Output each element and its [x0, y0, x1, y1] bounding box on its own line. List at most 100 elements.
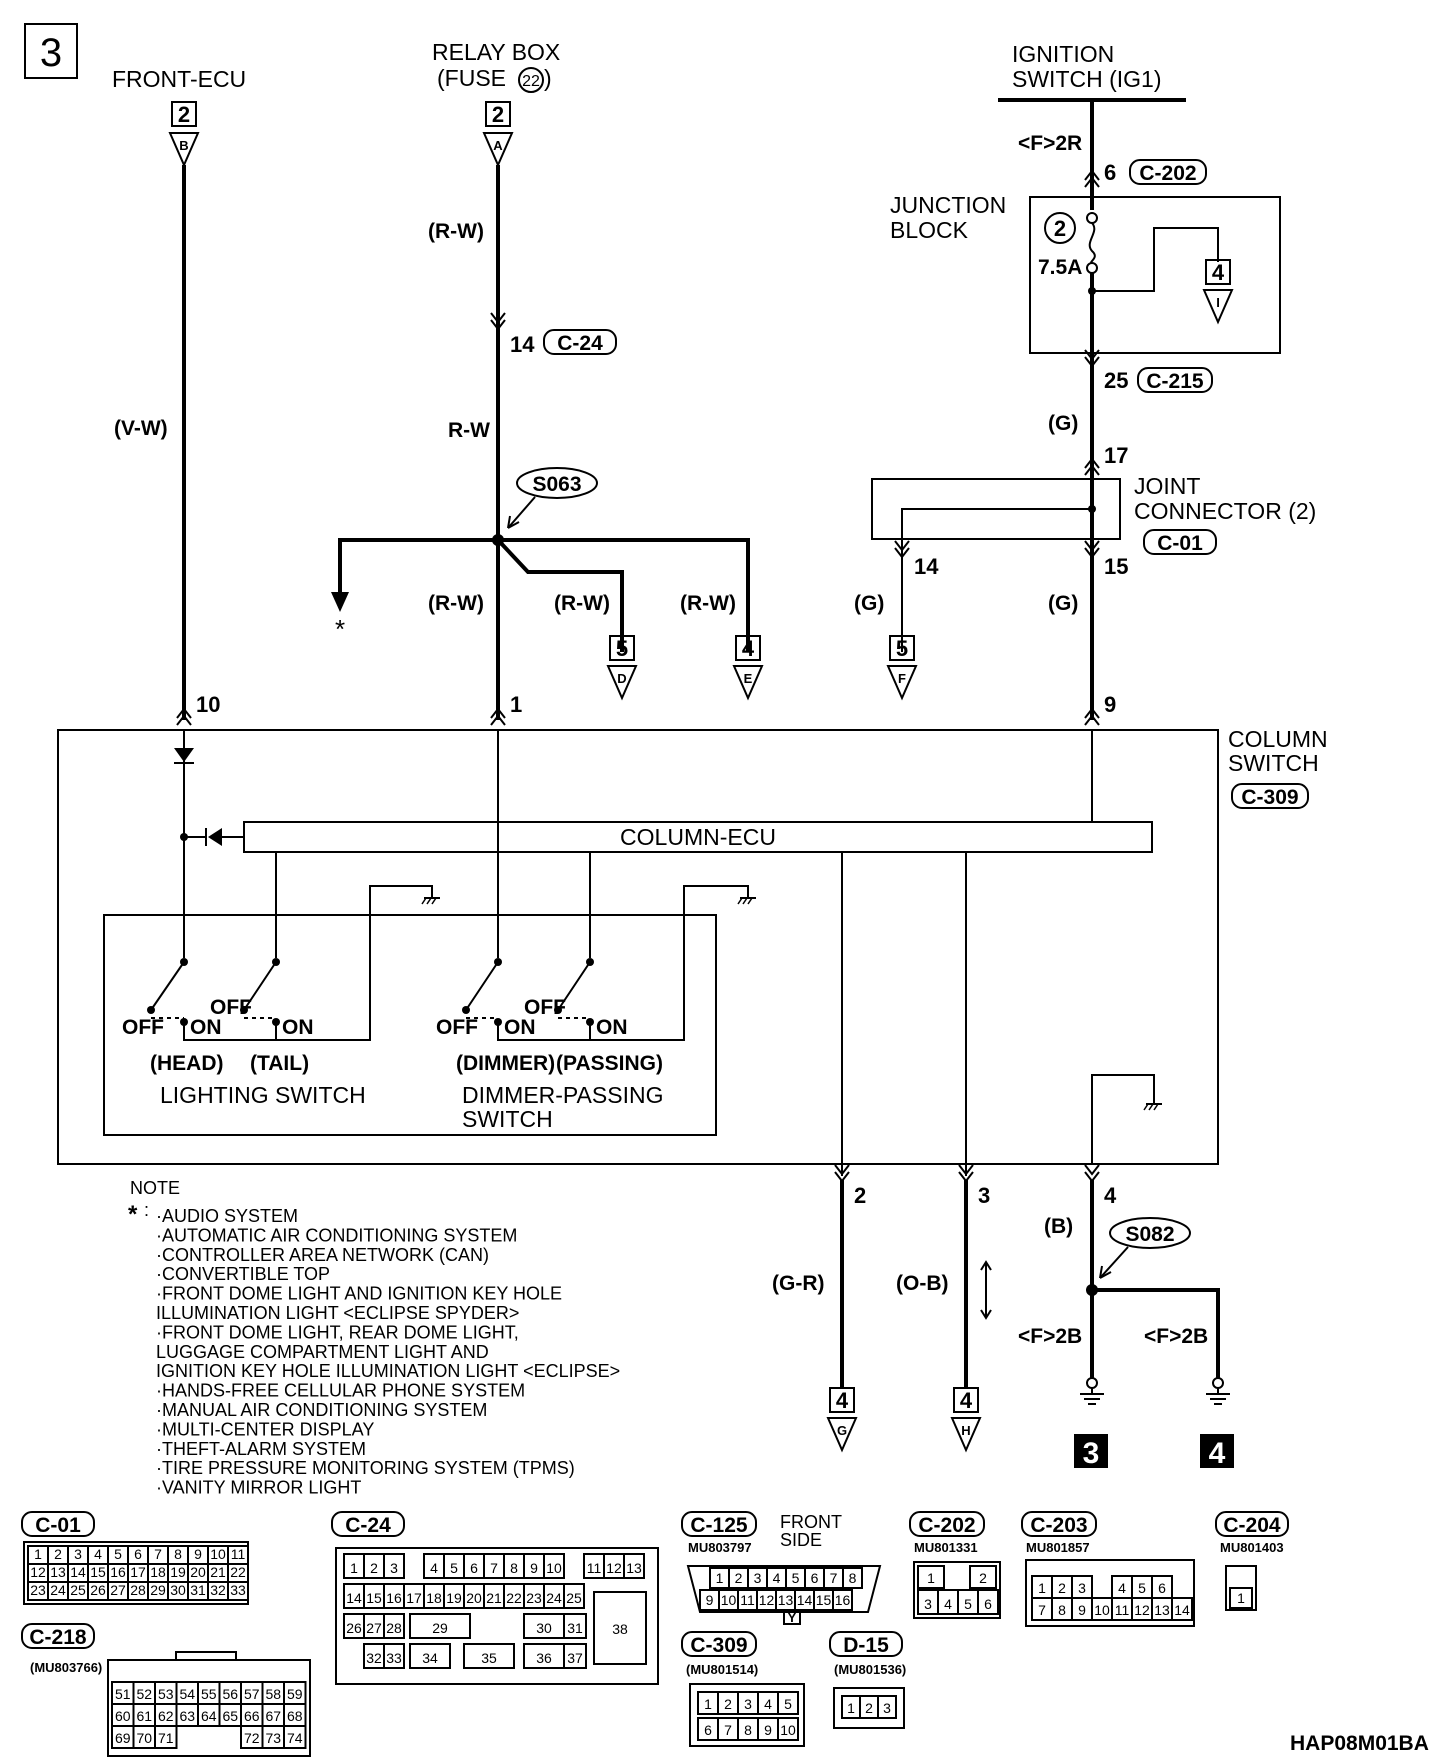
- c202v-pin-number: 6: [984, 1596, 992, 1612]
- note-item: ·MANUAL AIR CONDITIONING SYSTEM: [156, 1400, 487, 1420]
- c203-pin-number: 8: [1058, 1602, 1066, 1618]
- note-item: ·FRONT DOME LIGHT AND IGNITION KEY HOLE: [156, 1284, 562, 1304]
- head-off: OFF: [122, 1016, 164, 1039]
- dimmer-passing-label-1: DIMMER-PASSING: [462, 1082, 663, 1108]
- c24-pin-number: 9: [530, 1560, 538, 1576]
- c218-pin-number: 61: [136, 1708, 152, 1724]
- head-label: (HEAD): [150, 1052, 224, 1075]
- relay-box-fuse-close: ): [544, 65, 552, 91]
- ignition-label: IGNITION: [1012, 41, 1114, 67]
- c01-pin-number: 13: [50, 1564, 66, 1580]
- twisted-pair-marker: [980, 1260, 992, 1320]
- c24-pin-number: 17: [406, 1590, 422, 1606]
- c309v-pin-number: 8: [744, 1722, 752, 1738]
- c215-label: C-215: [1146, 370, 1204, 393]
- wire-color-b: (B): [1044, 1215, 1073, 1238]
- fuse-rating: 7.5A: [1038, 256, 1082, 279]
- c01-pin-number: 26: [90, 1582, 106, 1598]
- head-on: ON: [190, 1016, 222, 1039]
- c218-cavity: [154, 1725, 178, 1749]
- c01-pin-number: 3: [74, 1546, 82, 1562]
- pin-17: 17: [1104, 443, 1128, 468]
- offpage-i-box: [1205, 259, 1231, 285]
- offpage-d-arrow: [606, 665, 638, 701]
- pin-4: 4: [1104, 1183, 1117, 1208]
- c218-pin-number: 72: [244, 1730, 260, 1746]
- c01-pin-number: 20: [190, 1564, 206, 1580]
- c218-pin-number: 74: [287, 1730, 303, 1746]
- wire-color-r-w-2: R-W: [448, 419, 490, 442]
- offpage-g-box: [829, 1387, 855, 1413]
- c24-pin-number: 2: [370, 1560, 378, 1576]
- c218-pin-number: 58: [265, 1686, 281, 1702]
- c01-pin-number: 14: [70, 1564, 86, 1580]
- pin-14-c24: 14: [510, 332, 535, 357]
- c309v-pin-number: 1: [704, 1696, 712, 1712]
- c204-view-name: C-204: [1223, 1514, 1281, 1537]
- page-number: 3: [40, 31, 62, 75]
- passing-switch-blade[interactable]: [557, 961, 591, 1011]
- lighting-switch-group: [103, 914, 717, 1136]
- wire-branch-e: [498, 538, 750, 652]
- c01-pin-number: 9: [194, 1546, 202, 1562]
- wire-color-g-2: (G): [854, 592, 884, 615]
- offpage-e-num: 4: [742, 636, 755, 661]
- c125-pin-number: 4: [773, 1570, 781, 1586]
- wire-branch-star: [338, 538, 498, 598]
- wire-f2b-1: <F>2B: [1018, 1325, 1082, 1348]
- c24-pin-number: 28: [386, 1620, 402, 1636]
- c218-pin-number: 67: [265, 1708, 281, 1724]
- d15-view-name-box: [829, 1631, 903, 1657]
- c203-pin-number: 6: [1158, 1580, 1166, 1596]
- c215-label-box: [1137, 367, 1213, 393]
- c24-cavity: [383, 1553, 405, 1579]
- junction-block-label-2: BLOCK: [890, 217, 969, 243]
- c24-pin-number: 19: [446, 1590, 462, 1606]
- offpage-h-arrow: [950, 1417, 982, 1453]
- c218-pin-number: 71: [158, 1730, 174, 1746]
- front-ecu-conn-letter: B: [179, 138, 188, 153]
- c203-pin-number: 11: [1115, 1602, 1130, 1618]
- c01-pin-number: 6: [134, 1546, 142, 1562]
- c01-pin-number: 29: [150, 1582, 166, 1598]
- tail-switch-blade[interactable]: [243, 961, 277, 1011]
- c309v-cavity: [777, 1717, 799, 1741]
- fuse-2-number: 2: [1054, 216, 1066, 241]
- relay-box-label: RELAY BOX: [432, 39, 560, 65]
- dimmer-switch-blade[interactable]: [465, 961, 499, 1011]
- junction-block-label-1: JUNCTION: [890, 192, 1006, 218]
- wire-color-g-1: (G): [1048, 412, 1078, 435]
- fuse-element: [1088, 222, 1096, 264]
- column-switch-label-2: SWITCH: [1228, 750, 1319, 776]
- offpage-f-num: 5: [896, 636, 908, 661]
- c01-pin-number: 11: [231, 1546, 246, 1562]
- wire-color-g-3: (G): [1048, 592, 1078, 615]
- head-switch-blade[interactable]: [150, 961, 185, 1011]
- c01-pin-number: 25: [70, 1582, 86, 1598]
- c202v-cavity: [917, 1565, 945, 1589]
- c218-part-number: (MU803766): [30, 1660, 102, 1675]
- c24-pin-number: 36: [536, 1650, 552, 1666]
- c203-pin-number: 4: [1118, 1580, 1126, 1596]
- c309v-pin-number: 9: [764, 1722, 772, 1738]
- note-item: ·CONVERTIBLE TOP: [156, 1264, 330, 1284]
- ignition-switch-label: SWITCH (IG1): [1012, 66, 1162, 92]
- lighting-switch-label: LIGHTING SWITCH: [160, 1082, 366, 1108]
- c125-pin-number: 7: [830, 1570, 838, 1586]
- joint-connector-box: [871, 478, 1121, 540]
- note-item: ·MULTI-CENTER DISPLAY: [156, 1419, 374, 1439]
- joint-connector-label-1: JOINT: [1134, 473, 1200, 499]
- offpage-g-num: 4: [836, 1388, 849, 1413]
- c202v-view-name-box: [909, 1511, 985, 1537]
- pin-9: 9: [1104, 692, 1116, 717]
- s063-label: S063: [532, 473, 581, 496]
- c24-pin-number: 1: [350, 1560, 358, 1576]
- c24-cavity: [563, 1583, 585, 1609]
- d15-pin-number: 1: [847, 1700, 855, 1716]
- joint-connector-label-2: CONNECTOR (2): [1134, 498, 1316, 524]
- ground-3-label: 3: [1083, 1437, 1100, 1470]
- c203-pin-number: 7: [1038, 1602, 1046, 1618]
- c01-label: C-01: [1157, 532, 1203, 555]
- c218-pin-number: 70: [136, 1730, 152, 1746]
